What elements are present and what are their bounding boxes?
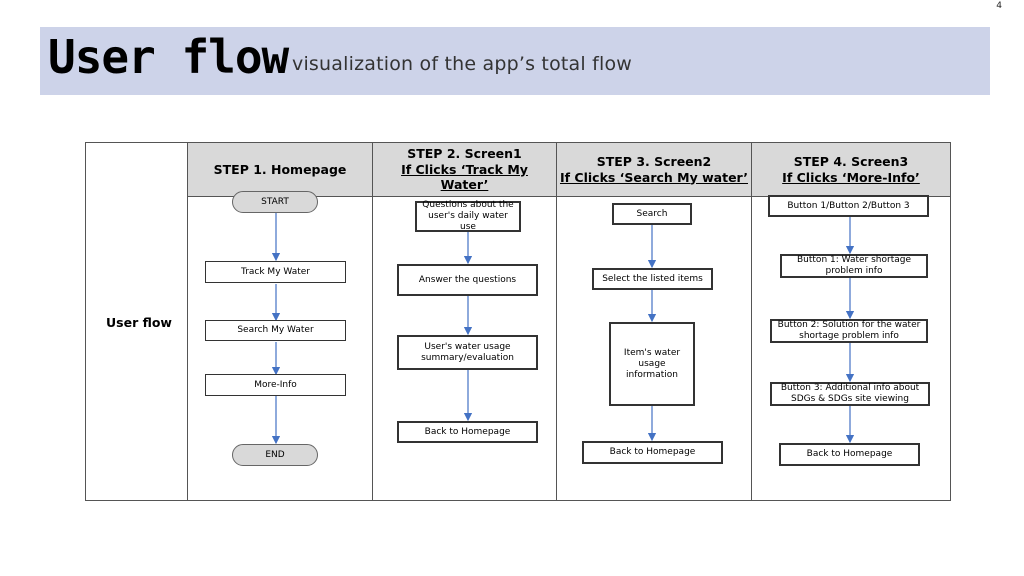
column-header-step2: STEP 2. Screen1 If Clicks ‘Track My Wate…: [373, 143, 556, 196]
node-search-my-water: Search My Water: [205, 320, 346, 341]
column-divider: [187, 143, 188, 500]
node-more-info: More-Info: [205, 374, 346, 396]
page-number: 4: [996, 1, 1002, 11]
start-terminal: START: [232, 191, 318, 213]
node-button1-info: Button 1: Water shortage problem info: [780, 254, 928, 278]
column-divider: [556, 143, 557, 500]
node-search: Search: [612, 203, 692, 225]
step1-title: STEP 1. Homepage: [213, 161, 347, 177]
column-header-step3: STEP 3. Screen2 If Clicks ‘Search My wat…: [557, 143, 751, 196]
header-divider: [188, 196, 950, 197]
node-questions: Questions about the user's daily water u…: [415, 200, 521, 232]
node-button3-info: Button 3: Additional info about SDGs & S…: [770, 382, 930, 406]
column-header-step1: STEP 1. Homepage: [188, 143, 372, 196]
node-button2-info: Button 2: Solution for the water shortag…: [770, 319, 928, 343]
node-back-to-homepage: Back to Homepage: [779, 443, 920, 466]
page-subtitle: visualization of the app’s total flow: [292, 53, 633, 75]
node-back-to-homepage: Back to Homepage: [397, 421, 538, 443]
title-banner: [40, 27, 990, 95]
node-back-to-homepage: Back to Homepage: [582, 441, 723, 464]
step4-condition: If Clicks ‘More-Info’: [782, 169, 920, 185]
step4-title: STEP 4. Screen3: [793, 154, 909, 169]
step3-condition: If Clicks ‘Search My water’: [559, 169, 748, 185]
row-label: User flow: [106, 315, 172, 330]
page-title: User flow: [48, 30, 289, 84]
column-header-step4: STEP 4. Screen3 If Clicks ‘More-Info’: [752, 143, 950, 196]
node-usage-summary: User's water usage summary/evaluation: [397, 335, 538, 370]
step3-title: STEP 3. Screen2: [596, 154, 712, 169]
column-divider: [372, 143, 373, 500]
node-select-items: Select the listed items: [592, 268, 713, 290]
node-answer-questions: Answer the questions: [397, 264, 538, 296]
node-button-choice: Button 1/Button 2/Button 3: [768, 195, 929, 217]
node-track-my-water: Track My Water: [205, 261, 346, 283]
column-divider: [751, 143, 752, 500]
flow-arrows: [271, 213, 855, 445]
node-item-usage-info: Item's water usage information: [609, 322, 695, 406]
step2-condition: If Clicks ‘Track My Water’: [401, 161, 528, 193]
end-terminal: END: [232, 444, 318, 466]
step2-title: STEP 2. Screen1: [407, 146, 522, 162]
user-flow-table: STEP 1. Homepage STEP 2. Screen1 If Clic…: [85, 142, 951, 501]
